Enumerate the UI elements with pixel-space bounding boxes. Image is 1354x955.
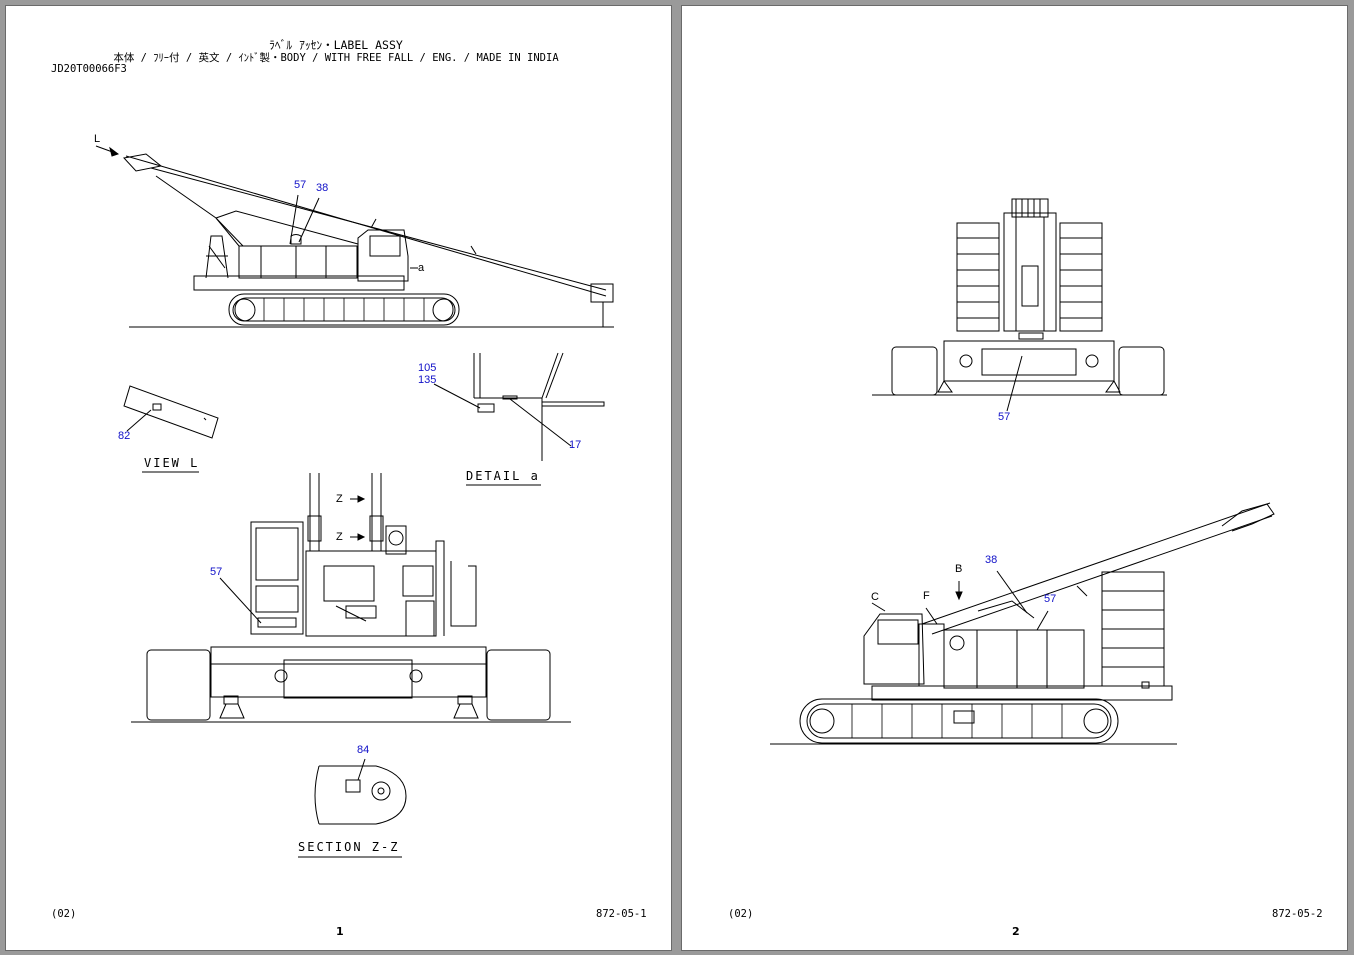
page-number: 1 <box>336 925 344 938</box>
callout-57[interactable]: 57 <box>1044 593 1057 605</box>
view-arrow-letter-f: F <box>923 590 930 602</box>
sheet-reference: 872-05-1 <box>596 908 647 920</box>
callout-105[interactable]: 105 <box>418 362 437 374</box>
drawing-page-1: ﾗﾍﾞﾙ ｱｯｾﾝ・LABEL ASSY 本体 / ﾌﾘｰ付 / 英文 / ｲﾝ… <box>5 5 672 951</box>
drawing-subtitle: 本体 / ﾌﾘｰ付 / 英文 / ｲﾝﾄﾞ製・BODY / WITH FREE … <box>113 52 559 64</box>
crane-drawings-page-2 <box>682 6 1348 951</box>
drawing-title: ﾗﾍﾞﾙ ｱｯｾﾝ・LABEL ASSY <box>269 38 403 52</box>
callout-38[interactable]: 38 <box>985 554 998 566</box>
crane-side-view-2 <box>770 503 1274 744</box>
detail-marker-letter-a: a <box>418 262 425 274</box>
view-arrow-letter-l: L <box>94 133 101 145</box>
callout-38[interactable]: 38 <box>316 182 329 194</box>
view-arrow-letter-c: C <box>871 591 879 603</box>
view-arrow-letter-b: B <box>955 563 963 575</box>
detail-a-drawing <box>434 353 604 485</box>
view-l-drawing <box>124 386 218 472</box>
drawing-page-2: B C F 57 38 57 (02) 872-05-2 2 <box>681 5 1348 951</box>
crane-side-view <box>96 146 614 327</box>
revision-mark: (02) <box>51 908 77 920</box>
callout-57[interactable]: 57 <box>294 179 307 191</box>
section-arrow-letter-z-lower: Z <box>336 531 343 543</box>
callout-135[interactable]: 135 <box>418 374 437 386</box>
section-zz-label: SECTION Z-Z <box>298 840 400 854</box>
callout-84[interactable]: 84 <box>357 744 370 756</box>
crane-front-view <box>131 473 571 722</box>
detail-a-label: DETAIL a <box>466 469 540 483</box>
page-number: 2 <box>1012 925 1020 938</box>
callout-57-front[interactable]: 57 <box>210 566 223 578</box>
view-l-label: VIEW L <box>144 456 200 470</box>
document-id: JD20T00066F3 <box>51 63 127 75</box>
crane-drawings-page-1 <box>6 6 672 951</box>
sheet-reference: 872-05-2 <box>1272 908 1323 920</box>
revision-mark: (02) <box>728 908 754 920</box>
crane-rear-view <box>872 199 1167 411</box>
callout-57-rear[interactable]: 57 <box>998 411 1011 423</box>
section-arrow-letter-z-upper: Z <box>336 493 343 505</box>
callout-82[interactable]: 82 <box>118 430 131 442</box>
section-zz-drawing <box>298 759 406 857</box>
callout-17[interactable]: 17 <box>569 439 582 451</box>
